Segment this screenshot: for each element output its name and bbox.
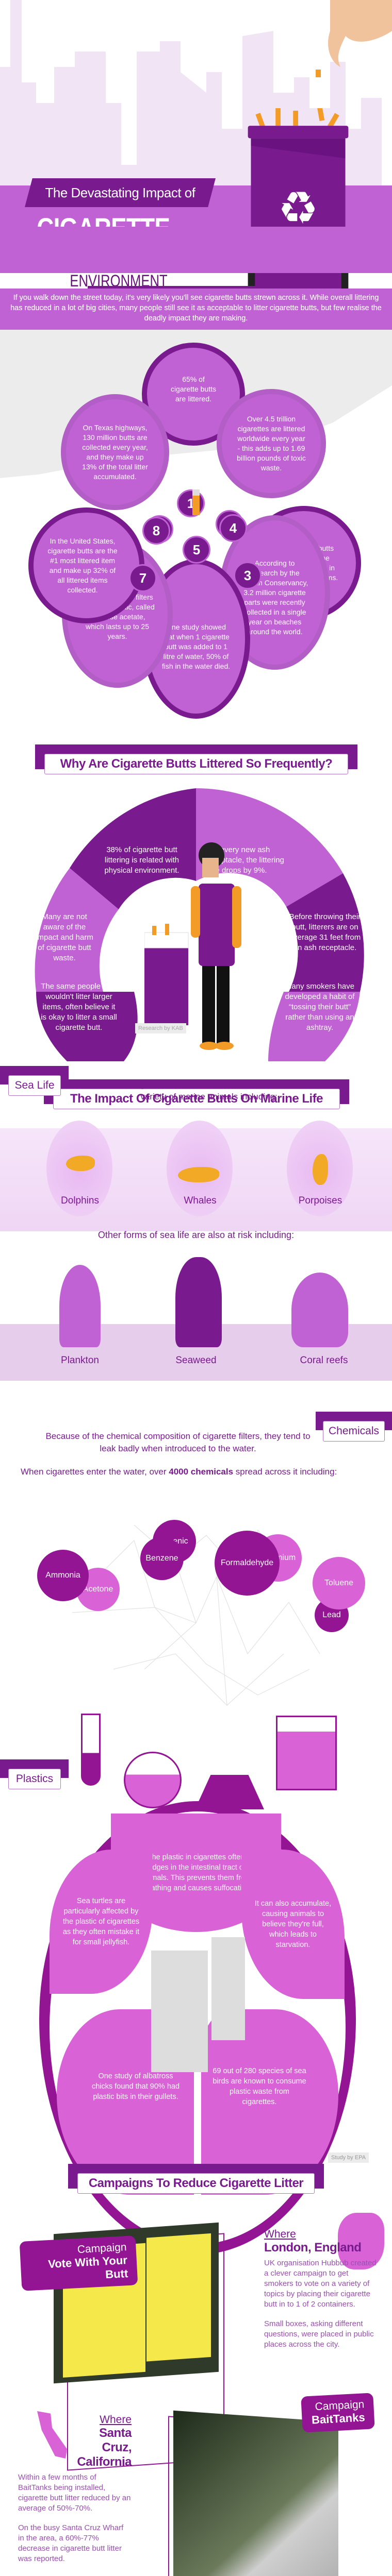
molecule-network-lines <box>72 1524 320 1706</box>
chemicals-intro: Because of the chemical composition of c… <box>45 1431 311 1453</box>
sealife-label-plankton: Plankton <box>61 1355 99 1366</box>
hand-illustration <box>316 0 392 77</box>
fact-number-4: 4 <box>219 514 247 542</box>
porpoise-egg-icon <box>287 1121 353 1216</box>
sea-life-text: The discarded cigarettes in our waters h… <box>75 1079 342 1101</box>
intro-band-bottom <box>0 289 392 330</box>
fact-number-7: 7 <box>129 564 157 592</box>
chemical-formaldehyde: Formaldehyde <box>215 1531 280 1596</box>
chemical-benzene: Benzene <box>140 1537 184 1580</box>
round-flask-icon <box>124 1752 182 1808</box>
animal-label-whales: Whales <box>184 1195 217 1206</box>
lighter-icon <box>211 1937 245 2040</box>
reason-3: Many are not aware of the impact and har… <box>36 912 93 962</box>
reason-1: 38% of cigarette butt littering is relat… <box>104 845 179 875</box>
reasons-ring-chart <box>35 788 364 1061</box>
intro-paragraph: If you walk down the street today, it's … <box>10 294 382 323</box>
section-header-marine: The Impact Of Cigarette Butts On Marine … <box>44 1079 349 1110</box>
intro-band <box>0 227 392 273</box>
beaker-icon <box>276 1716 337 1790</box>
research-source-label: Research by KAB <box>135 1023 186 1033</box>
england-map-icon <box>338 2213 384 2269</box>
plastics-tag: Plastics <box>0 1759 70 1789</box>
section-title: Campaigns To Reduce Cigarette Litter <box>77 2173 315 2194</box>
chemicals-tag: Chemicals <box>314 1412 392 1442</box>
fact-bubble-2: Over 4.5 trillion cigarettes are littere… <box>217 389 326 498</box>
chemical-toluene: Toluene <box>313 1557 365 1609</box>
whale-egg-icon <box>167 1121 233 1216</box>
reason-6: Many smokers have developed a habit of “… <box>285 982 355 1032</box>
section-title: The Impact Of Cigarette Butts On Marine … <box>53 1089 340 1109</box>
smoker-man-illustration <box>144 842 241 1050</box>
fact-bubble-7: In the United States, cigarette butts ar… <box>28 507 144 623</box>
campaign-badge-baittanks: Campaign BaitTanks <box>301 2393 375 2433</box>
dolphin-icon <box>66 1156 95 1171</box>
chemicals-lead: When cigarettes enter the water, over 40… <box>21 1467 337 1477</box>
epa-source-label: Study by EPA <box>328 2153 369 2163</box>
whale-icon <box>178 1167 219 1182</box>
cigarette-icon <box>192 489 200 515</box>
fact-number-3: 3 <box>234 562 262 589</box>
chemical-ammonia: Ammonia <box>37 1550 89 1601</box>
other-sea-life-text: Other forms of sea life are also at risk… <box>97 1230 295 1240</box>
sealife-label-seaweed: Seaweed <box>175 1355 217 1366</box>
sea-life-tag: Sea Life <box>0 1065 70 1096</box>
dolphin-egg-icon <box>46 1121 112 1216</box>
sealife-label-coral: Coral reefs <box>300 1355 348 1366</box>
plankton-icon <box>59 1265 101 1347</box>
section-header-campaigns: Campaigns To Reduce Cigarette Litter <box>68 2164 324 2195</box>
hero-ribbon: The Devastating Impact of <box>25 178 216 207</box>
fact-bubble-8: On Texas highways, 130 million butts are… <box>61 394 169 510</box>
erlenmeyer-flask-icon <box>195 1752 264 1809</box>
porpoise-icon <box>313 1154 328 1185</box>
fact-number-5: 5 <box>183 536 210 564</box>
animal-label-porpoises: Porpoises <box>298 1195 342 1206</box>
intro-text: If you walk down the street today, it's … <box>10 294 382 323</box>
section-title: Why Are Cigarette Butts Littered So Freq… <box>44 754 348 774</box>
svg-text:♻: ♻ <box>278 183 319 233</box>
animal-label-dolphins: Dolphins <box>61 1195 99 1206</box>
reason-4: Before throwing their butt, litterers ar… <box>289 912 361 952</box>
baittanks-photo <box>173 2410 338 2576</box>
fact-number-1: 1 <box>177 489 205 517</box>
cigarette-pack-icon <box>151 1951 208 2072</box>
reason-5: The same people who wouldn't litter larg… <box>41 982 117 1032</box>
fact-number-8: 8 <box>142 517 170 545</box>
campaign-badge-vote: Campaign Vote With Your Butt <box>19 2235 138 2291</box>
seaweed-icon <box>175 1257 222 1347</box>
campaign-where-santa-cruz: Where Santa Cruz, California Within a fe… <box>18 2414 132 2563</box>
campaign-where-london: Where London, England UK organisation Hu… <box>264 2228 377 2349</box>
test-tube-icon <box>81 1714 101 1786</box>
section-header-why: Why Are Cigarette Butts Littered So Freq… <box>35 744 357 775</box>
coral-reef-icon <box>291 1273 348 1347</box>
